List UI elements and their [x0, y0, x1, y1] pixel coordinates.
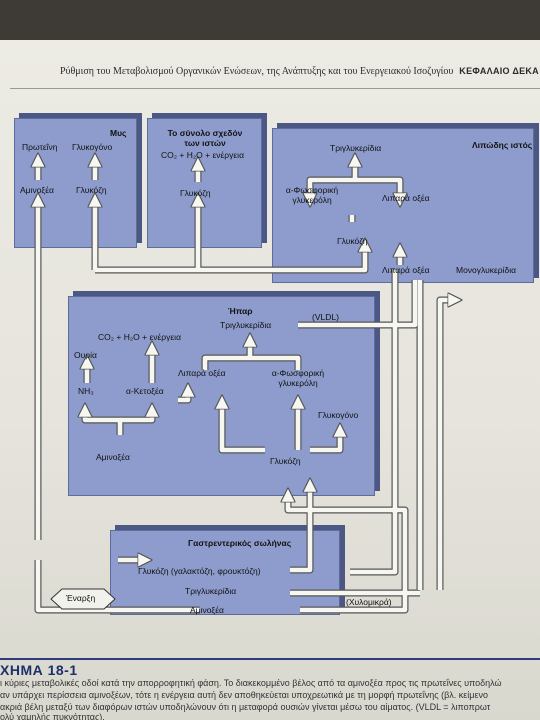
- arrow-gi-glucose-up: [350, 270, 399, 576]
- tissues-title-1: Το σύνολο σχεδόν: [167, 128, 243, 138]
- arrow-liver-glucose-glycogen: [310, 430, 344, 454]
- caption-line-3: ακριά βέλη μεταξύ των διαφόρων ιστών υπο…: [0, 702, 491, 712]
- textbook-page: Ρύθμιση του Μεταβολισμού Οργανικών Ενώσε…: [0, 40, 540, 720]
- liver-gp-2: γλυκερόλη: [278, 378, 318, 388]
- adipose-gp-1: α-Φωσφορική: [285, 185, 339, 195]
- tissues-title-2: των ιστών: [184, 138, 226, 148]
- start-label: Έναρξη: [66, 593, 96, 603]
- liver-triglycerides: Τριγλυκερίδια: [220, 320, 272, 330]
- liver-glycogen: Γλυκογόνο: [318, 410, 359, 420]
- liver-energy: CO₂ + H₂O + ενέργεια: [98, 332, 181, 342]
- liver-fatty-acids: Λιπαρά οξέα: [178, 368, 226, 378]
- arrow-liver-glucose-fa: [218, 402, 265, 454]
- liver-nh3: NH₃: [78, 386, 94, 396]
- caption-line-2: αν υπάρχει περίσσεια αμινοξέων, τότε η ε…: [0, 690, 488, 700]
- tissues-energy: CO₂ + H₂O + ενέργεια: [161, 150, 244, 160]
- adipose-gp-2: γλυκερόλη: [292, 195, 332, 205]
- tissues-glucose: Γλυκόζη: [180, 188, 211, 198]
- gi-title: Γαστρεντερικός σωλήνας: [188, 538, 292, 548]
- caption-rule: [0, 658, 540, 660]
- liver-title: Ήπαρ: [228, 306, 253, 316]
- gi-glucose: Γλυκόζη (γαλακτόζη, φρουκτόζη): [138, 566, 261, 576]
- muscle-amino-acids: Αμινοξέα: [20, 185, 54, 195]
- blood-fatty-acids: Λιπαρά οξέα: [382, 265, 430, 275]
- all-tissues-box: [147, 118, 262, 248]
- adipose-triglycerides: Τριγλυκερίδια: [330, 143, 382, 153]
- liver-glucose: Γλυκόζη: [270, 456, 301, 466]
- start-diamond: [50, 588, 116, 610]
- liver-keto-acids: α-Κετοξέα: [126, 386, 164, 396]
- adipose-fatty-acids: Λιπαρά οξέα: [382, 193, 430, 203]
- pathway-arrows: [0, 40, 540, 614]
- running-header: Ρύθμιση του Μεταβολισμού Οργανικών Ενώσε…: [60, 66, 540, 77]
- muscle-glycogen: Γλυκογόνο: [72, 142, 113, 152]
- liver-urea: Ουρία: [74, 350, 97, 360]
- gi-amino-acids: Αμινοξέα: [190, 605, 224, 615]
- chylomicrons-label: (Χυλομικρά): [346, 597, 392, 607]
- arrow-gi-glucose-to-liver: [290, 485, 314, 574]
- gi-triglycerides: Τριγλυκερίδια: [185, 586, 237, 596]
- blood-monoglycerides: Μονογλυκερίδια: [456, 265, 517, 275]
- arrow-liver-aa-split: [81, 410, 124, 435]
- muscle-glucose: Γλυκόζη: [76, 185, 107, 195]
- caption-line-1: ι κύριες μεταβολικές οδοί κατά την απορρ…: [0, 678, 502, 688]
- header-rule: [10, 88, 540, 89]
- muscle-title: Μυς: [110, 128, 127, 138]
- adipose-glucose: Γλυκόζη: [337, 236, 368, 246]
- arrow-blood-trunk: [95, 245, 369, 274]
- figure-number: ΧΗΜΑ 18-1: [0, 662, 78, 678]
- vldl-label: (VLDL): [312, 312, 339, 322]
- adipose-title: Λιπώδης ιστός: [472, 140, 533, 150]
- chapter-label: ΚΕΦΑΛΑΙΟ ΔΕΚΑ: [459, 66, 539, 76]
- liver-amino-acids: Αμινοξέα: [96, 452, 130, 462]
- liver-gp-1: α-Φωσφορική: [271, 368, 325, 378]
- muscle-protein: Πρωτεΐνη: [22, 142, 58, 152]
- caption-line-4: ολύ χαμηλής πυκνότητας).: [0, 712, 105, 720]
- running-title: Ρύθμιση του Μεταβολισμού Οργανικών Ενώσε…: [60, 66, 454, 77]
